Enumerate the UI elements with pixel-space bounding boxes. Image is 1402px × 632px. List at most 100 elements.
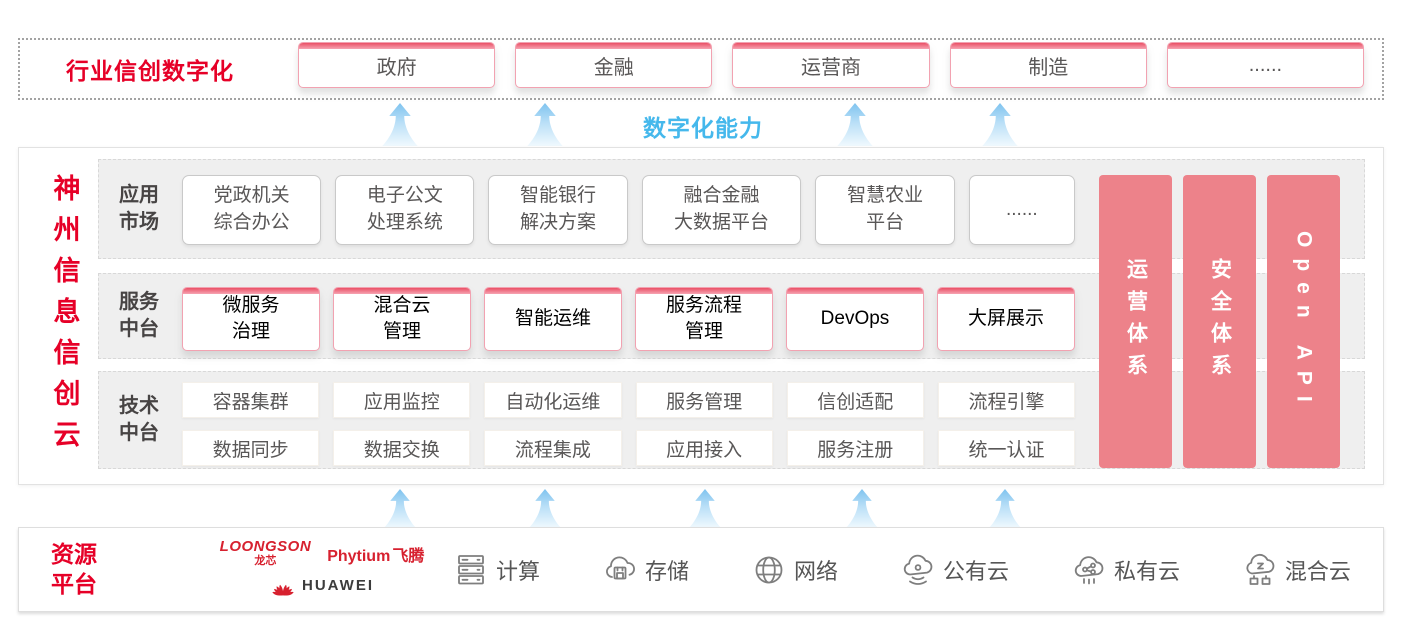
service-card[interactable]: DevOps [786,287,924,351]
card-label: 自动化运维 [505,391,601,413]
resource-label: 私有云 [1113,558,1180,584]
industry-card-label: 政府 [376,56,417,79]
cloud-platform-section: 神州信息信创云 应用 市场 党政机关 综合办公 电子公文 处理系统 智能银行 解… [18,147,1384,485]
up-arrow-icon [688,489,722,528]
loongson-logo: LOONGSON 龙芯 [220,539,312,567]
resource-label: 混合云 [1284,558,1351,584]
resource-item-storage: 存储 [600,550,689,590]
industry-card-more[interactable]: ...... [1166,42,1365,88]
tech-card[interactable]: 服务注册 [786,430,924,466]
tech-platform-row-label: 技术 中台 [119,395,159,444]
card-label: 信创适配 [817,391,894,413]
industry-banner-title: 行业信创数字化 [66,58,234,84]
card-label: ...... [1005,198,1038,220]
huawei-logo: HUAWEI [270,573,374,597]
resource-item-public-cloud: 公有云 [898,550,1009,590]
compute-icon [458,554,484,584]
service-card[interactable]: 混合云 管理 [333,287,471,351]
card-label: 服务注册 [817,439,894,461]
card-label: 容器集群 [212,391,289,413]
industry-card-government[interactable]: 政府 [298,42,496,88]
up-arrow-icon [383,489,417,528]
up-arrow-icon [988,489,1022,528]
card-label: 智能银行 解决方案 [520,185,597,233]
tech-card[interactable]: 应用监控 [333,382,471,418]
resource-list: 计算 存储 网络 [451,528,1351,611]
card-label: 混合云 管理 [373,295,431,342]
side-bar-label: 运营体系 [1124,257,1148,386]
tech-card[interactable]: 信创适配 [786,382,924,418]
card-label: 微服务 治理 [222,295,280,342]
service-card[interactable]: 微服务 治理 [182,287,320,351]
card-label: 数据交换 [363,439,440,461]
up-arrow-icon [845,489,879,528]
app-market-card[interactable]: 党政机关 综合办公 [182,175,322,245]
side-bar-operations: 运营体系 [1099,175,1172,468]
network-icon [755,556,783,583]
app-market-row: 应用 市场 党政机关 综合办公 电子公文 处理系统 智能银行 解决方案 融合金融… [98,159,1365,259]
tech-card[interactable]: 自动化运维 [484,382,622,418]
card-label: 智能运维 [514,308,591,330]
hybrid-cloud-icon [1246,553,1275,585]
app-market-card[interactable]: 融合金融 大数据平台 [641,175,802,245]
up-arrow-icon [528,489,562,528]
card-label: 统一认证 [968,439,1045,461]
service-card[interactable]: 智能运维 [484,287,622,351]
tech-card[interactable]: 流程引擎 [937,382,1076,418]
industry-card-label: 制造 [1028,56,1069,79]
card-label: 应用监控 [363,391,440,413]
tech-card[interactable]: 数据同步 [182,430,320,466]
card-label: 应用接入 [666,439,743,461]
app-market-card[interactable]: 电子公文 处理系统 [335,175,475,245]
service-card[interactable]: 大屏展示 [937,287,1075,351]
up-arrow-icon [982,103,1018,146]
resource-item-private-cloud: 私有云 [1069,550,1180,590]
tech-card[interactable]: 应用接入 [635,430,773,466]
up-arrow-icon [837,103,873,146]
industry-card-manufacturing[interactable]: 制造 [949,42,1147,88]
public-cloud-icon [903,554,933,585]
side-bar-label: Open API [1292,230,1316,413]
card-label: 服务流程 管理 [665,295,742,342]
industry-card-finance[interactable]: 金融 [515,42,713,88]
industry-card-telecom[interactable]: 运营商 [732,42,930,88]
app-market-card-more[interactable]: ...... [968,175,1075,245]
resource-label: 网络 [793,558,838,584]
service-card[interactable]: 服务流程 管理 [635,287,773,351]
app-market-card[interactable]: 智能银行 解决方案 [488,175,628,245]
app-market-card[interactable]: 智慧农业 平台 [815,175,955,245]
industry-card-label: 运营商 [801,56,861,79]
side-bar-open-api: Open API [1267,175,1340,468]
phytium-cn-label: 飞腾 [392,548,425,565]
card-label: 党政机关 综合办公 [213,185,290,233]
platform-vertical-title: 神州信息信创云 [49,173,80,461]
card-label: DevOps [820,308,890,330]
industry-card-label: ...... [1248,53,1283,76]
service-platform-row: 服务 中台 微服务 治理 混合云 管理 智能运维 服务流程 管理 DevOps … [98,273,1365,359]
resource-label: 存储 [644,558,689,584]
loongson-cn-label: 龙芯 [254,555,277,567]
tech-card[interactable]: 容器集群 [182,382,320,418]
storage-icon [606,555,635,579]
resource-platform-label: 资源 平台 [51,540,97,597]
tech-card[interactable]: 数据交换 [333,430,471,466]
tech-card[interactable]: 统一认证 [937,430,1076,466]
tech-card[interactable]: 流程集成 [484,430,622,466]
private-cloud-icon [1074,555,1104,584]
service-platform-row-label: 服务 中台 [119,291,159,340]
card-label: 流程引擎 [968,391,1045,413]
industry-banner: 行业信创数字化 政府 金融 运营商 制造 ...... [18,38,1384,100]
digital-capability-label: 数字化能力 [643,115,763,141]
card-label: 流程集成 [514,439,591,461]
card-label: 电子公文 处理系统 [366,185,443,233]
tech-card[interactable]: 服务管理 [635,382,773,418]
card-label: 大屏展示 [967,308,1044,330]
card-label: 数据同步 [212,439,289,461]
service-platform-cards: 微服务 治理 混合云 管理 智能运维 服务流程 管理 DevOps 大屏展示 [182,287,1075,351]
side-bar-security: 安全体系 [1183,175,1256,468]
tech-platform-cards-bottom: 数据同步 数据交换 流程集成 应用接入 服务注册 统一认证 [182,430,1076,466]
card-label: 服务管理 [666,391,743,413]
resource-item-hybrid-cloud: 混合云 [1240,550,1351,590]
